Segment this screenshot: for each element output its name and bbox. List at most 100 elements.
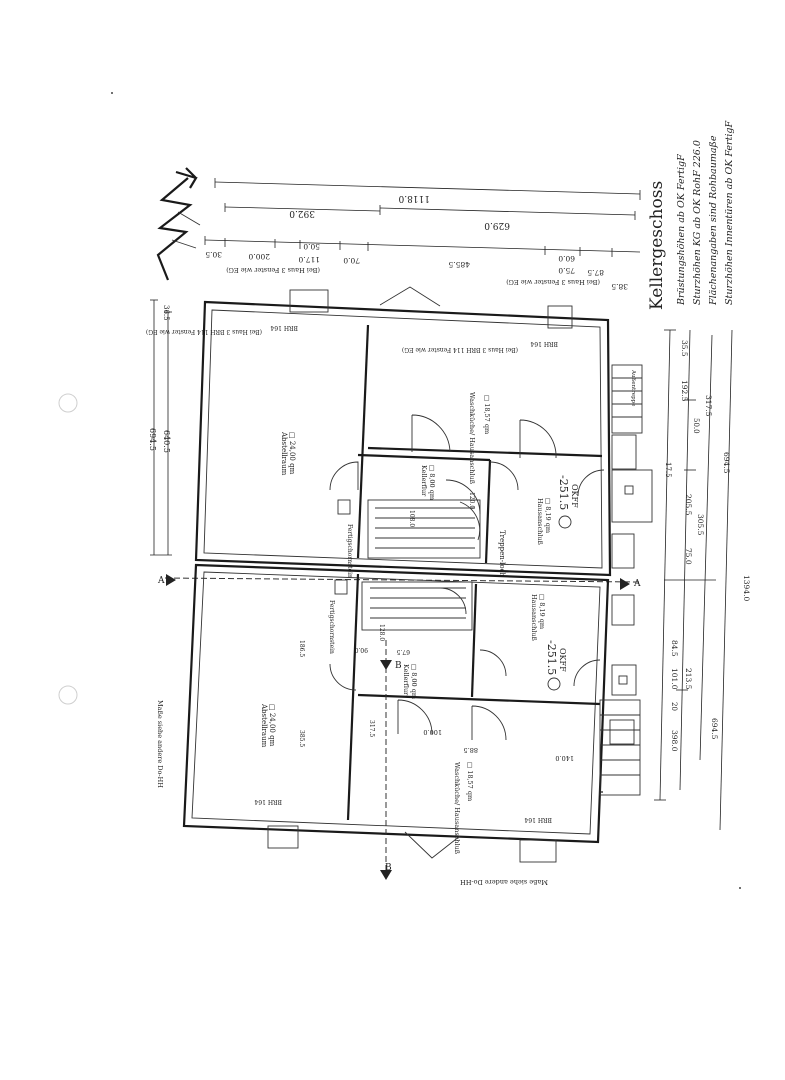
outside-stair [611,364,643,434]
window-note: (Bei Haus 3 Fenster wie EG) [226,266,320,274]
section-line-b: B B [380,640,402,880]
dim-label: 108.0 [408,510,415,527]
dim-label: 75.0 [558,266,575,275]
room-area: □ 8,00 qm [410,664,418,699]
door [329,663,357,691]
dim-label: 30.5 [205,250,222,259]
dim-label: 35.5 [680,340,689,357]
dim-label: 50.0 [303,242,320,251]
chimney [337,499,351,515]
dim-label: 485.5 [448,260,470,269]
door [479,649,507,677]
dim-label: 392.0 [289,208,315,218]
section-line-a: A A [157,574,641,590]
room-name: Hausanschluß [536,498,544,546]
section-marker: A [157,576,165,586]
dim-label: 200.0 [248,252,270,261]
section-marker: B [395,661,402,671]
chimney-label: Fertigschornstein [328,600,335,654]
dim-label: 629.0 [484,220,510,230]
section-marker: A [633,579,641,589]
window-well [611,533,635,569]
punch-hole [58,685,78,705]
room-name: Waschküche/ Hausanschluß [468,392,476,485]
dim-label: 398.0 [670,730,679,752]
plan-title: Kellergeschoss [647,181,667,310]
window-well [519,839,557,863]
dim-label: 87.5 [587,268,604,277]
dim-label: 305.5 [696,514,705,536]
door [573,659,601,687]
door [471,705,507,741]
dim-label: 50.0 [692,418,700,434]
side-note: Maße siehe andere Do-HH [156,700,164,788]
dim-label: 20 [670,702,678,711]
lower-unit [182,563,641,863]
side-note: Maße siehe andere Do-HH [460,878,548,886]
dim-label: 120.0 [468,492,475,509]
dim-label: 140.0 [555,754,574,762]
dim-label: 385.5 [298,730,305,747]
door [329,461,359,491]
room-name: Kellerflur [402,664,410,696]
stair-hole-label: Treppen-loch [498,530,506,578]
room-area: □ 8,00 qm [428,465,436,500]
room-area: □ 18,57 qm [483,395,491,434]
window-note: (Bei Haus 3 BRH 114 Fenster wie EG) [146,328,262,335]
chimney [334,579,348,595]
brh-label: BRH 164 [270,324,298,331]
door [519,419,557,459]
room-name: Hausanschluß [530,594,538,642]
dim-label: 186.5 [298,640,305,657]
room-name: Abstellraum [260,703,268,748]
title-note: Flächenangaben sind Rohbaumaße [708,135,719,306]
left-dimension-chain: 694.5 640.5 36.5 Maße siehe andere Do-HH [148,299,172,788]
window-note: (Bei Haus 3 Fenster wie EG) [506,278,600,286]
dim-label: 101.0 [670,668,679,690]
title-note: Sturzhöhen KG ab OK RohF 226.0 [692,140,703,305]
room-area: □ 18,57 qm [466,762,474,801]
stair [361,581,473,631]
right-dimension-chains: 35.5 192.5 317.5 75.0 50.0 205.5 17.5 69… [654,329,751,831]
room-area: □ 24,00 qm [268,704,276,747]
level-ref: OKFF [570,484,579,508]
dim-label: 84.5 [670,640,679,657]
dim-label: 213.5 [684,668,693,690]
section-marker: B [385,863,392,873]
title-note: Brüstungshöhen ab OK FertigF [676,154,687,306]
chimney-label: Fertigschornstein [346,524,353,578]
window-well [609,719,635,745]
dim-label: 128.0 [378,624,385,641]
dim-label: 88.5 [464,746,478,754]
punch-hole [58,393,78,413]
level-value: -251.5 [545,640,558,675]
dim-label: 36.5 [162,305,170,321]
upper-unit [194,286,653,577]
dim-label: 640.5 [162,430,171,453]
brh-label: BRH 164 [254,798,282,805]
dim-label: 90.0 [354,646,368,653]
stair [367,499,481,559]
dim-label: 317.5 [368,720,375,737]
window-well [611,434,637,470]
title-note: Sturzhöhen Innentüren ab OK FertigF [724,120,735,305]
dim-label: 1394.0 [742,575,751,601]
door [489,461,519,491]
dim-label: 38.5 [611,282,628,291]
door [577,469,605,497]
dim-label: 17.5 [664,462,672,478]
room-name: Waschküche/ Hausanschluß [453,762,461,855]
level-value: -251.5 [557,475,570,510]
dim-label: 205.5 [684,494,693,516]
window-well [267,825,299,849]
dim-label: 192.5 [680,380,689,402]
room-name: Kellerflur [420,465,428,497]
dim-label: 694.5 [148,428,157,451]
door [411,414,451,453]
level-ref: OKFF [558,648,567,672]
room-area: □ 8,19 qm [544,498,552,533]
dim-label: 75.0 [684,548,693,565]
room-name: Abstellraum [280,431,288,476]
dim-label: 694.5 [710,718,719,740]
